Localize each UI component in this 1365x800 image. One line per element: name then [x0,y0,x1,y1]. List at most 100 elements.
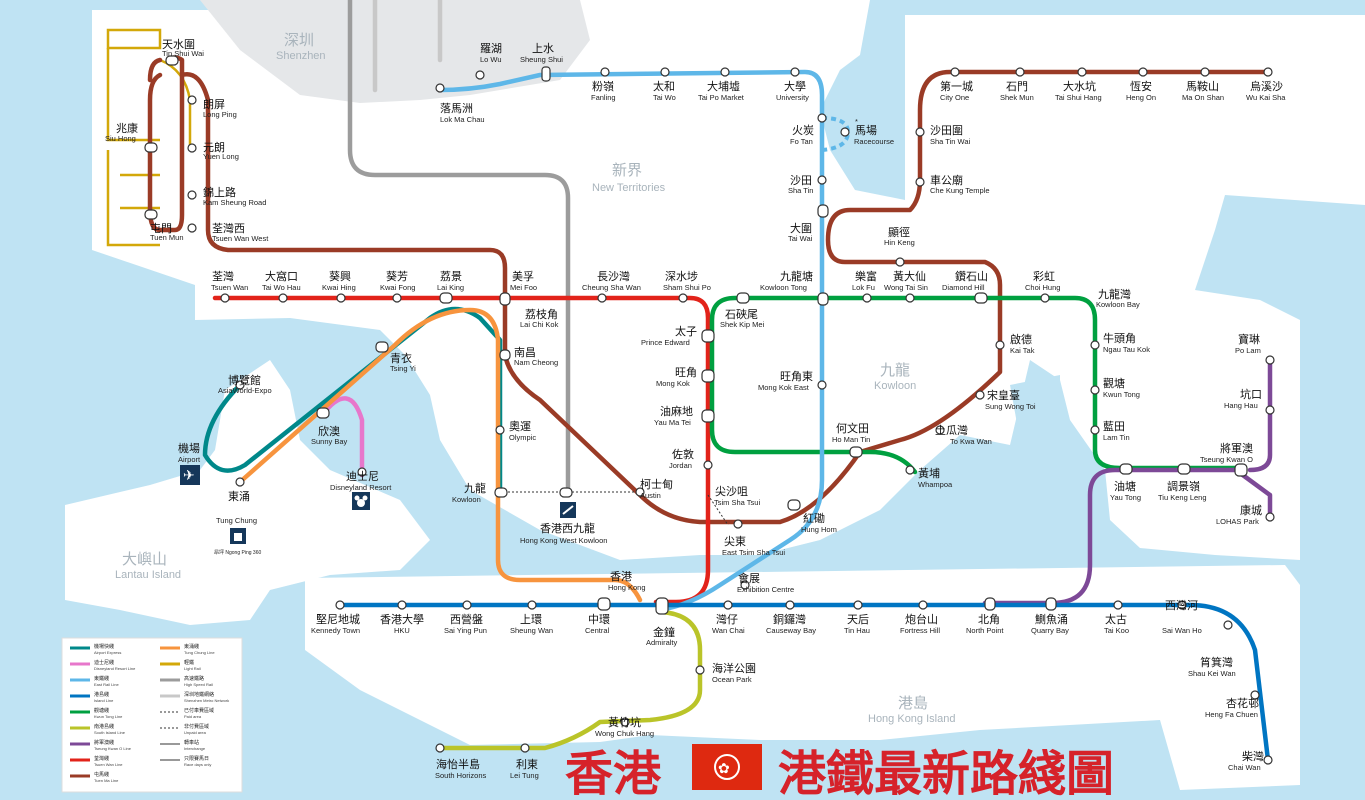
svg-text:堅尼地城: 堅尼地城 [316,613,360,626]
svg-text:Tai Wai: Tai Wai [788,234,813,243]
svg-text:大水坑: 大水坑 [1063,79,1096,93]
hong-kong-flag-icon: ✿ [692,744,762,790]
station-label: 西灣河 Sai Wan Ho [1162,599,1202,635]
svg-text:尖東: 尖東 [724,535,746,548]
svg-text:Sham Shui Po: Sham Shui Po [663,283,711,292]
svg-text:Sheung Shui: Sheung Shui [520,55,563,64]
region-lantau-en: Lantau Island [115,569,181,581]
svg-text:Whampoa: Whampoa [918,480,953,489]
svg-text:Hong Kong West Kowloon: Hong Kong West Kowloon [520,536,607,545]
svg-text:九龍: 九龍 [464,481,486,495]
region-kowloon-zh: 九龍 [880,361,910,379]
region-labels: 深圳 Shenzhen 新界 New Territories 九龍 Kowloo… [115,31,955,725]
svg-text:彩虹: 彩虹 [1033,270,1055,283]
svg-text:North Point: North Point [966,626,1004,635]
svg-text:Tai Po Market: Tai Po Market [698,93,745,102]
region-nt-en: New Territories [592,182,666,194]
svg-text:Tseung Kwan O: Tseung Kwan O [1200,455,1253,464]
svg-text:South Horizons: South Horizons [435,771,487,780]
region-shenzhen-en: Shenzhen [276,50,326,62]
svg-text:機場快綫: 機場快綫 [94,643,114,650]
svg-text:大埔墟: 大埔墟 [707,79,740,93]
svg-text:Sai Wan Ho: Sai Wan Ho [1162,626,1202,635]
land-hong-kong-island [305,565,1300,790]
svg-text:Shenzhen Metro Network: Shenzhen Metro Network [184,698,229,703]
svg-text:✈: ✈ [183,468,195,484]
svg-text:Heng On: Heng On [1126,93,1156,102]
svg-text:奧運: 奧運 [509,420,531,433]
page-title: 香港 ✿ 港鐵最新路綫圖 [565,744,1114,800]
svg-text:Sheung Wan: Sheung Wan [510,626,553,635]
svg-text:柯士甸: 柯士甸 [640,478,673,491]
svg-text:油塘: 油塘 [1114,479,1136,493]
svg-text:Tung Chung Line: Tung Chung Line [184,650,215,655]
svg-text:西灣河: 西灣河 [1165,599,1198,612]
svg-text:Shek Kip Mei: Shek Kip Mei [720,320,765,329]
svg-text:鰂魚涌: 鰂魚涌 [1035,612,1068,626]
svg-text:馬場: 馬場 [855,124,877,137]
svg-text:金鐘: 金鐘 [653,625,675,639]
svg-text:Chai Wan: Chai Wan [1228,763,1261,772]
svg-text:機場: 機場 [178,441,200,455]
svg-text:Race days only: Race days only [184,762,211,767]
high-speed-rail-line [347,0,571,495]
svg-text:Lam Tin: Lam Tin [1103,433,1130,442]
svg-text:銅鑼灣: 銅鑼灣 [773,612,806,626]
svg-text:太子: 太子 [675,325,697,338]
tung-chung-line [237,307,643,603]
svg-text:牛頭角: 牛頭角 [1103,331,1136,345]
svg-text:Austin: Austin [640,491,661,500]
svg-text:Shau Kei Wan: Shau Kei Wan [1188,669,1236,678]
svg-text:Fortress Hill: Fortress Hill [900,626,940,635]
svg-text:Disneyland Resort: Disneyland Resort [330,483,392,492]
svg-text:Po Lam: Po Lam [1235,346,1261,355]
svg-text:元朗: 元朗 [203,141,225,154]
svg-text:Che Kung Temple: Che Kung Temple [930,186,989,195]
svg-text:兆康: 兆康 [116,121,138,135]
island-line [337,602,1271,763]
svg-text:Lai King: Lai King [437,283,464,292]
svg-text:Nam Cheong: Nam Cheong [514,358,558,367]
svg-text:藍田: 藍田 [1103,420,1125,433]
svg-text:港島綫: 港島綫 [94,691,109,698]
svg-text:Ma On Shan: Ma On Shan [1182,93,1224,102]
svg-text:轉車站: 轉車站 [184,739,199,746]
land-east-islet [1010,375,1060,440]
svg-text:北角: 北角 [978,613,1000,626]
svg-text:佐敦: 佐敦 [672,447,694,461]
svg-text:HKU: HKU [394,626,410,635]
svg-text:西營盤: 西營盤 [450,613,483,626]
svg-text:Central: Central [585,626,610,635]
svg-text:Yau Ma Tei: Yau Ma Tei [654,418,691,427]
svg-text:錦上路: 錦上路 [203,185,236,199]
svg-text:旺角: 旺角 [675,366,697,379]
airport-icon: ✈ [180,465,200,485]
svg-text:大學: 大學 [784,79,806,93]
svg-text:Tai Shui Hang: Tai Shui Hang [1055,93,1102,102]
svg-text:Tuen Ma Line: Tuen Ma Line [94,778,119,783]
svg-text:炮台山: 炮台山 [905,612,938,626]
svg-text:Sai Ying Pun: Sai Ying Pun [444,626,487,635]
